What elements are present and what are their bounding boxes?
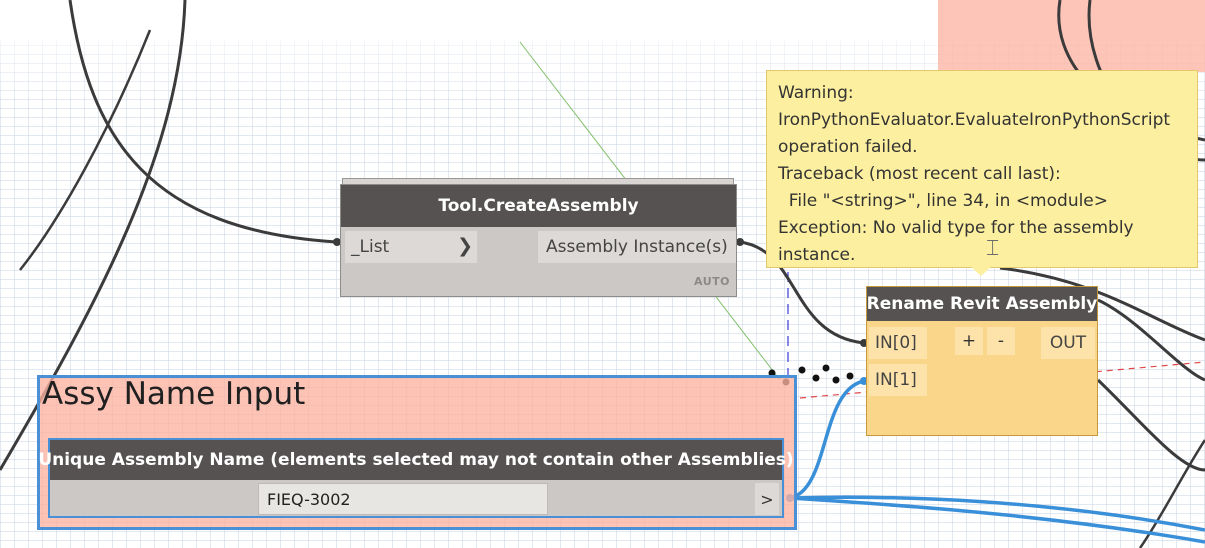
warning-line: File "<string>", line 34, in <module> [778,191,1109,211]
dot-mark [832,376,840,384]
wire-left-top [68,0,337,244]
text-cursor-icon: ⌶ [986,236,1000,261]
dot-mark [822,364,830,372]
wire-right-1 [999,266,1205,342]
wire-right-4 [1138,439,1205,548]
output-port-out[interactable]: OUT [1041,327,1095,359]
input-port-in1[interactable]: IN[1] [869,364,927,396]
create-input-port-dot[interactable] [333,238,341,246]
warning-line: Warning: [778,83,854,103]
create-output-port-dot[interactable] [736,238,744,246]
output-port-string[interactable]: > [755,483,779,515]
group-title[interactable]: Assy Name Input [42,376,306,412]
unique-assembly-name-node[interactable]: Unique Assembly Name (elements selected … [38,438,794,518]
wire-string-out-2 [789,496,1205,544]
dot-mark [812,374,820,382]
tool-create-assembly-node[interactable]: Tool.CreateAssembly _List ❯ Assembly Ins… [340,184,737,297]
dot-mark [846,372,854,380]
add-input-button[interactable]: + [955,327,983,355]
dot-mark [768,369,776,377]
input-port-list[interactable]: _List ❯ [345,231,477,263]
node-title[interactable]: Tool.CreateAssembly [341,185,736,227]
wire-string-out-1 [789,495,1205,532]
lacing-label[interactable]: AUTO [694,275,730,288]
warning-tooltip: Warning: IronPythonEvaluator.EvaluateIron… [766,70,1198,268]
warning-line: operation failed. [778,137,918,157]
node-stack-shadow [342,178,734,186]
warning-line: Exception: No valid type for the assembl… [778,218,1134,238]
wire-create-to-rename [739,240,865,345]
node-title[interactable]: Rename Revit Assembly [867,287,1097,321]
warning-line: Traceback (most recent call last): [778,164,1061,184]
output-port-assembly-instances[interactable]: Assembly Instance(s) [538,231,736,263]
input-port-in0[interactable]: IN[0] [869,327,927,359]
remove-input-button[interactable]: - [987,327,1015,355]
warning-line: IronPythonEvaluator.EvaluateIronPythonSc… [778,110,1171,130]
node-title[interactable]: Unique Assembly Name (elements selected … [38,440,794,480]
port-label: _List [351,237,390,257]
chevron-right-icon[interactable]: ❯ [457,235,473,257]
warning-line: instance. [778,245,856,265]
wire-right-3 [1096,378,1205,472]
dot-mark [798,366,806,374]
wire-right-2 [1097,298,1205,382]
rename-revit-assembly-node[interactable]: Rename Revit Assembly IN[0] IN[1] + - OU… [866,286,1098,436]
assembly-name-input[interactable]: FIEQ-3002 [258,483,548,515]
wire-left-mid [19,29,152,271]
wire-string-to-rename [789,379,865,500]
warning-tooltip-tail [970,266,992,276]
